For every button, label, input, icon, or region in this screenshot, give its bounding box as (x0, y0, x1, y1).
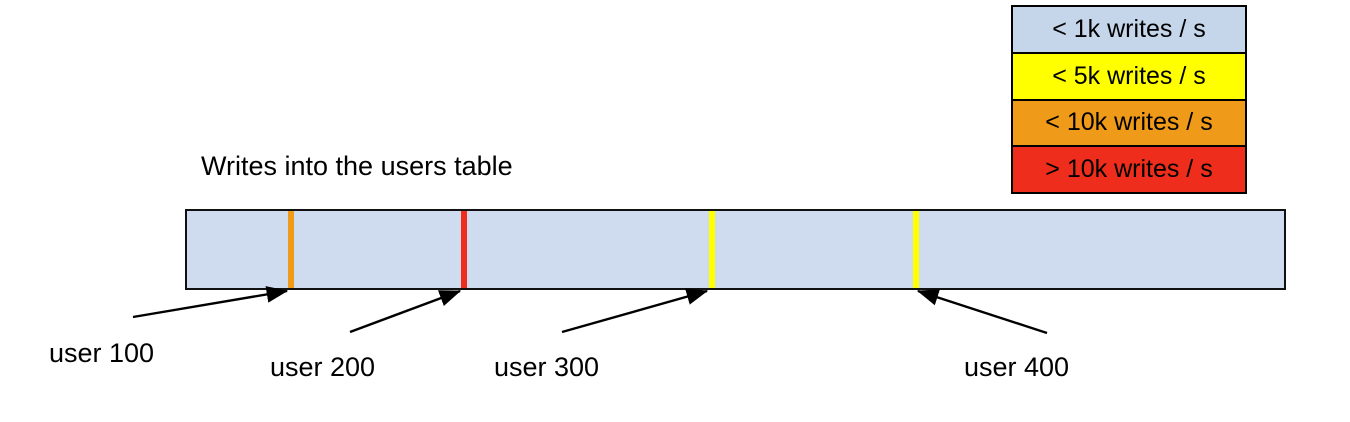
callout-label-user-200: user 200 (270, 352, 376, 382)
marker-user-100 (288, 211, 294, 288)
callout-label-user-100: user 100 (49, 338, 155, 368)
arrow-user-100 (132, 286, 289, 319)
legend-label-lt-5k: < 5k writes / s (1052, 61, 1206, 90)
arrow-user-300 (561, 288, 709, 334)
legend-label-gt-10k: > 10k writes / s (1045, 155, 1213, 184)
chart-title: Writes into the users table (201, 151, 513, 181)
users-table-band (185, 209, 1286, 290)
legend-label-lt-1k: < 1k writes / s (1052, 14, 1206, 43)
callout-label-user-300: user 300 (494, 352, 600, 382)
legend-row-lt-1k: < 1k writes / s (1013, 7, 1245, 54)
arrow-user-400 (916, 289, 1048, 335)
marker-user-300 (709, 211, 715, 288)
legend-label-lt-10k: < 10k writes / s (1045, 108, 1213, 137)
marker-user-200 (461, 211, 467, 288)
callout-label-user-400: user 400 (964, 352, 1070, 382)
legend-row-lt-5k: < 5k writes / s (1013, 53, 1245, 101)
marker-user-400 (913, 211, 919, 288)
legend-row-lt-10k: < 10k writes / s (1013, 100, 1245, 148)
arrow-user-200 (349, 289, 462, 334)
write-rate-legend: < 1k writes / s < 5k writes / s < 10k wr… (1011, 5, 1247, 194)
legend-row-gt-10k: > 10k writes / s (1013, 147, 1245, 192)
